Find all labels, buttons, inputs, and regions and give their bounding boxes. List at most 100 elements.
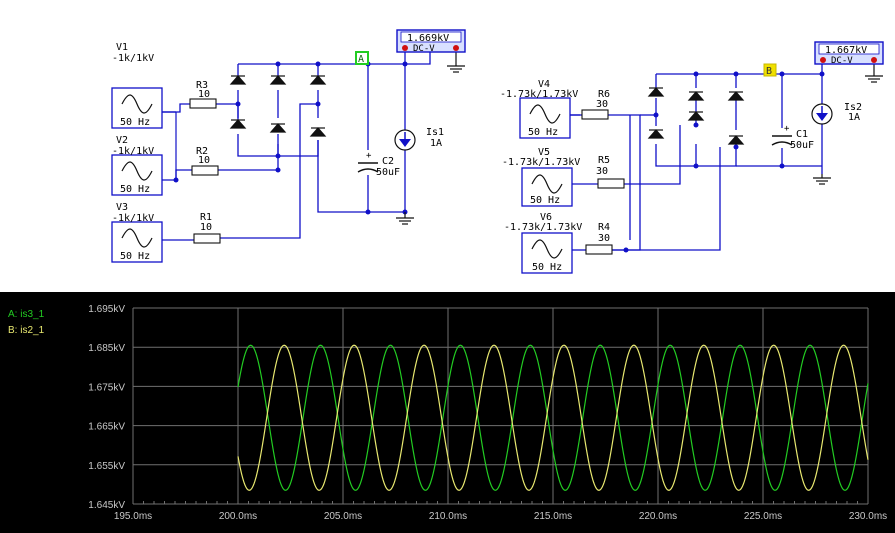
plus-terminal-icon [820, 57, 826, 63]
legend: A: is3_1 B: is2_1 [8, 309, 45, 336]
source-v3-name: V3 [116, 202, 128, 213]
x-tick-label: 230.0ms [849, 511, 887, 522]
legend-series-b: B: is2_1 [8, 325, 45, 336]
ground-icon [813, 174, 831, 185]
current-source-is1-value: 1A [430, 138, 442, 149]
resistor-r4-name: R4 [598, 222, 610, 233]
legend-series-a: A: is3_1 [8, 309, 45, 320]
y-tick-label: 1.665kV [88, 422, 125, 433]
source-v2-name: V2 [116, 135, 128, 146]
resistor-r6[interactable]: R6 30 [581, 89, 610, 120]
x-tick-label: 205.0ms [324, 511, 362, 522]
axis-ticks: 195.0ms 200.0ms 205.0ms 210.0ms 215.0ms 220.0… [88, 304, 887, 522]
y-tick-label: 1.655kV [88, 461, 125, 472]
resistor-r2[interactable]: R2 10 [191, 146, 219, 176]
capacitor-c1-name: C1 [796, 129, 808, 140]
resistor-r1[interactable]: R1 10 [193, 212, 221, 244]
current-source-is2-value: 1A [848, 112, 860, 123]
source-v1-range: -1k/1kV [112, 53, 154, 64]
current-source-is1[interactable]: Is1 1A [394, 127, 444, 151]
x-tick-label: 195.0ms [114, 511, 152, 522]
resistor-r3-value: 10 [198, 89, 210, 100]
source-v6[interactable]: V6 -1.73k/1.73kV 50 Hz [504, 212, 582, 274]
minus-terminal-icon [453, 45, 459, 51]
x-tick-label: 225.0ms [744, 511, 782, 522]
source-v3-range: -1k/1kV [112, 213, 154, 224]
current-source-is1-name: Is1 [426, 127, 444, 138]
source-v2[interactable]: V2 -1k/1kV 50 Hz [111, 135, 163, 196]
voltmeter-a-mode: DC-V [413, 44, 435, 54]
junctions-a [173, 61, 408, 215]
x-tick-label: 220.0ms [639, 511, 677, 522]
capacitor-c2-name: C2 [382, 156, 394, 167]
resistor-r3-name: R3 [196, 80, 208, 91]
capacitor-c1-value: 50uF [790, 140, 814, 151]
y-tick-label: 1.675kV [88, 382, 125, 393]
probe-b[interactable]: B [763, 63, 777, 77]
minus-terminal-icon [871, 57, 877, 63]
source-v2-freq: 50 Hz [120, 184, 150, 195]
diode-bridge-a[interactable] [229, 75, 327, 137]
schematic-canvas[interactable]: V1 -1k/1kV 50 Hz V2 -1k/1kV 50 Hz V3 -1k… [0, 0, 895, 292]
source-v5[interactable]: V5 -1.73k/1.73kV 50 Hz [502, 147, 580, 207]
source-v6-freq: 50 Hz [532, 262, 562, 273]
resistor-r2-name: R2 [196, 146, 208, 157]
current-source-is2[interactable]: Is2 1A [811, 102, 862, 125]
resistor-r1-value: 10 [200, 222, 212, 233]
source-v1-freq: 50 Hz [120, 117, 150, 128]
source-v1[interactable]: V1 -1k/1kV 50 Hz [111, 42, 163, 129]
capacitor-c1[interactable]: + C1 50uF [771, 124, 814, 151]
source-v4-name: V4 [538, 79, 550, 90]
resistor-r5-name: R5 [598, 155, 610, 166]
source-v6-range: -1.73k/1.73kV [504, 222, 582, 233]
ground-icon [447, 52, 465, 73]
voltmeter-a-reading: 1.669kV [407, 33, 449, 44]
x-tick-label: 200.0ms [219, 511, 257, 522]
source-v5-name: V5 [538, 147, 550, 158]
probe-a-label: A [358, 54, 364, 65]
current-source-is2-name: Is2 [844, 102, 862, 113]
source-v4-freq: 50 Hz [528, 127, 558, 138]
voltmeter-a[interactable]: 1.669kV DC-V [396, 29, 466, 54]
source-v3-freq: 50 Hz [120, 251, 150, 262]
source-v4-range: -1.73k/1.73kV [500, 89, 578, 100]
source-v5-freq: 50 Hz [530, 195, 560, 206]
resistor-r2-value: 10 [198, 155, 210, 166]
x-tick-label: 210.0ms [429, 511, 467, 522]
voltmeter-b[interactable]: 1.667kV DC-V [814, 41, 884, 66]
capacitor-c2-value: 50uF [376, 167, 400, 178]
svg-text:+: + [784, 124, 790, 134]
source-v2-range: -1k/1kV [112, 146, 154, 157]
y-tick-label: 1.685kV [88, 343, 125, 354]
plot-series [237, 344, 869, 491]
series-line-a [237, 344, 869, 491]
voltmeter-b-mode: DC-V [831, 56, 853, 66]
source-v1-name: V1 [116, 42, 128, 53]
svg-text:+: + [366, 151, 372, 161]
probe-b-label: B [766, 66, 772, 77]
junctions-b [619, 71, 825, 253]
y-tick-label: 1.695kV [88, 304, 125, 315]
source-v3[interactable]: V3 -1k/1kV 50 Hz [111, 202, 163, 263]
capacitor-c2[interactable]: + C2 50uF [357, 151, 400, 178]
resistor-r6-name: R6 [598, 89, 610, 100]
source-v6-name: V6 [540, 212, 552, 223]
resistor-r5[interactable]: R5 30 [596, 155, 625, 189]
resistor-r3[interactable]: R3 10 [189, 80, 217, 109]
plot-grid [132, 307, 869, 505]
resistor-r6-value: 30 [596, 99, 608, 110]
ground-icon [865, 64, 883, 83]
grapher-plot[interactable]: A: is3_1 B: is2_1 195.0ms 200.0ms 205.0ms 2… [0, 292, 895, 533]
series-line-b [237, 344, 869, 491]
diode-bridge-b[interactable] [647, 87, 745, 145]
plus-terminal-icon [402, 45, 408, 51]
source-v5-range: -1.73k/1.73kV [502, 157, 580, 168]
resistor-r5-value: 30 [596, 166, 608, 177]
y-tick-label: 1.645kV [88, 500, 125, 511]
probe-a[interactable]: A [355, 51, 369, 65]
resistor-r4[interactable]: R4 30 [585, 222, 613, 255]
source-v4[interactable]: V4 -1.73k/1.73kV 50 Hz [500, 79, 578, 139]
voltmeter-b-reading: 1.667kV [825, 45, 867, 56]
x-tick-label: 215.0ms [534, 511, 572, 522]
ground-icon [396, 212, 414, 225]
